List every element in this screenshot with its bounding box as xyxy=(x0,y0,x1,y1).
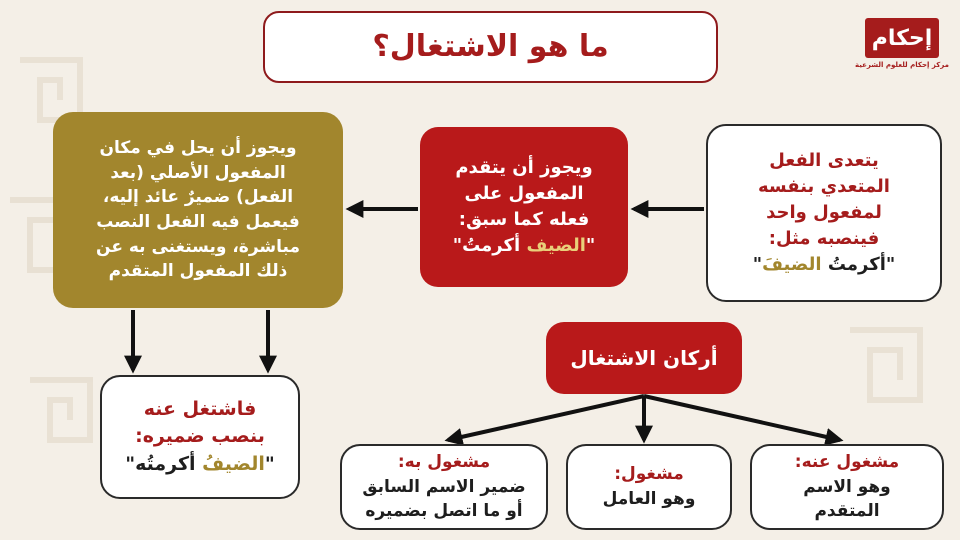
transitive-line: فينصبه مثل: xyxy=(768,228,880,250)
precede-example: "الضيف أكرمتُ" xyxy=(452,235,596,257)
example-object: الضيفُ xyxy=(202,452,265,475)
occupied-by-line: أو ما اتصل بضميره xyxy=(365,501,523,522)
transitive-line: لمفعول واحد xyxy=(766,201,882,223)
replace-line: الفعل) ضميرٌ عائد إليه، xyxy=(102,187,294,208)
replace-line: مباشرة، ويستغنى به عن xyxy=(96,236,300,257)
pronoun-replacement-box: ويجوز أن يحل في مكان المفعول الأصلي (بعد… xyxy=(53,112,343,308)
occupier-title: مشغول: xyxy=(614,464,684,485)
replace-line: ويجوز أن يحل في مكان xyxy=(99,138,297,159)
logo: إحكام مركز إحكام للعلوم الشرعية xyxy=(855,18,949,86)
example-object: الضيف xyxy=(526,235,586,257)
occupier-box: مشغول: وهو العامل xyxy=(566,444,732,530)
occupied-from-line: المتقدم xyxy=(814,501,880,522)
replace-line: المفعول الأصلي (بعد xyxy=(110,162,286,183)
occupier-line: وهو العامل xyxy=(602,489,696,509)
example-verb: أكرمتُه xyxy=(135,452,196,475)
replace-line: ذلك المفعول المتقدم xyxy=(108,261,288,282)
occupied-by-box: مشغول به: ضمير الاسم السابق أو ما اتصل ب… xyxy=(340,444,548,530)
example-object: الضيفَ xyxy=(762,254,822,276)
occupied-from-box: مشغول عنه: وهو الاسم المتقدم xyxy=(750,444,944,530)
logo-subtitle: مركز إحكام للعلوم الشرعية xyxy=(855,61,949,69)
precede-line: ويجوز أن يتقدم xyxy=(455,156,593,178)
pillars-label: أركان الاشتغال xyxy=(570,345,718,370)
precede-line: المفعول على xyxy=(464,182,584,204)
transitive-line: المتعدي بنفسه xyxy=(758,175,890,197)
example-verb: أكرمتُ xyxy=(462,235,521,257)
object-precedes-box: ويجوز أن يتقدم المفعول على فعله كما سبق:… xyxy=(420,127,628,287)
arrow-pillars-to-occupied-from xyxy=(643,394,844,446)
arrow-pillars-to-occupied-by xyxy=(444,394,645,446)
occupied-example: "الضيفُ أكرمتُه" xyxy=(125,452,275,475)
occupied-by-line: ضمير الاسم السابق xyxy=(362,476,526,497)
occupied-from-title: مشغول عنه: xyxy=(794,452,900,473)
transitive-example: "أكرمتُ الضيفَ" xyxy=(752,254,896,276)
precede-line: فعله كما سبق: xyxy=(458,209,590,230)
transitive-line: يتعدى الفعل xyxy=(769,149,879,171)
pillars-box: أركان الاشتغال xyxy=(546,322,742,394)
occupied-line: بنصب ضميره: xyxy=(135,425,265,448)
logo-mark: إحكام xyxy=(865,18,939,58)
example-verb: أكرمتُ xyxy=(827,254,886,276)
occupied-from-line: وهو الاسم xyxy=(803,476,891,497)
page-title-text: ما هو الاشتغال؟ xyxy=(372,29,609,65)
occupied-line: فاشتغل عنه xyxy=(143,397,257,420)
transitive-verb-box: يتعدى الفعل المتعدي بنفسه لمفعول واحد في… xyxy=(706,124,942,302)
occupied-result-box: فاشتغل عنه بنصب ضميره: "الضيفُ أكرمتُه" xyxy=(100,375,300,499)
replace-line: فيعمل فيه الفعل النصب xyxy=(96,212,300,232)
page-title: ما هو الاشتغال؟ xyxy=(263,11,718,83)
occupied-by-title: مشغول به: xyxy=(397,452,491,473)
